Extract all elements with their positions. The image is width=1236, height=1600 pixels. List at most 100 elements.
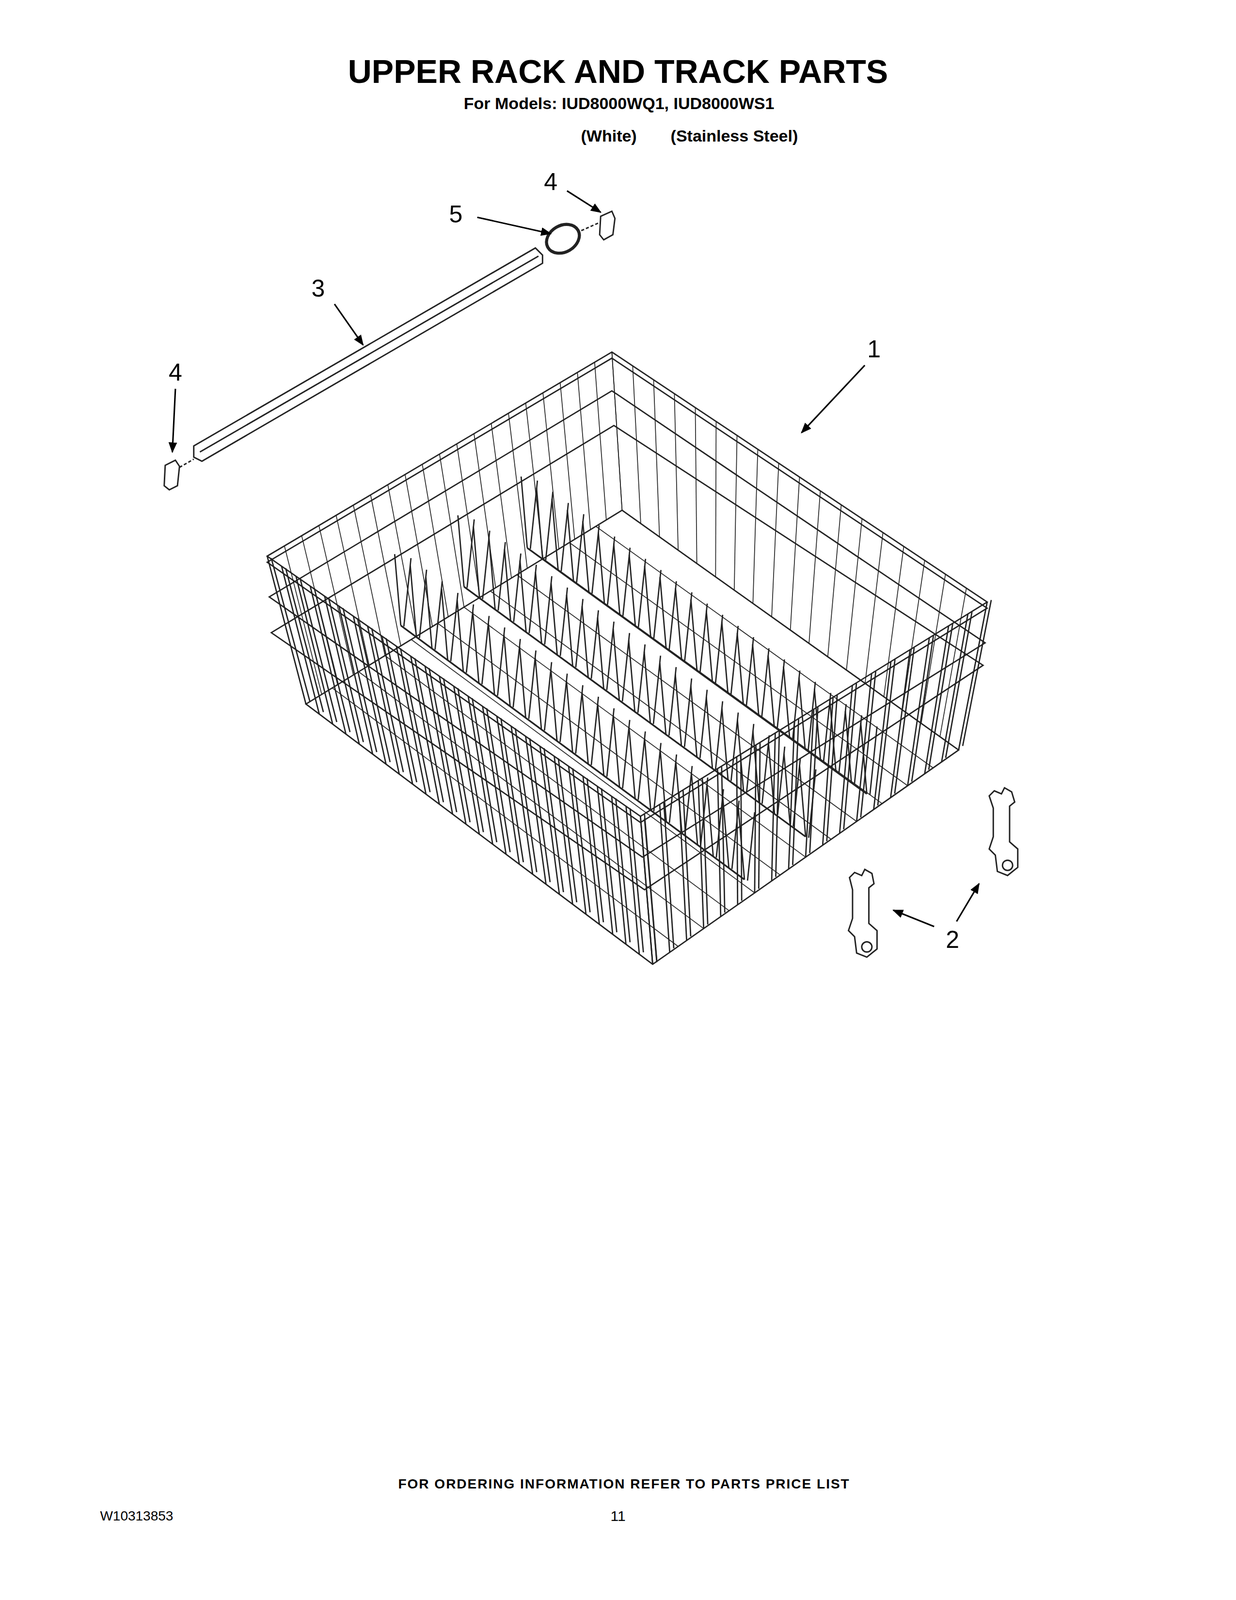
rack-wire <box>659 663 666 735</box>
rack-wire <box>829 699 837 772</box>
rack-wire <box>441 588 448 660</box>
rack-wire <box>632 365 641 524</box>
rack-wire <box>284 545 322 695</box>
rack-wire <box>490 590 832 840</box>
rack-wire <box>737 633 744 705</box>
rack-wire <box>747 811 755 881</box>
rack-wire <box>738 808 745 880</box>
rack-wire <box>611 795 626 944</box>
rack-wire <box>758 742 761 889</box>
rack-wire <box>504 549 511 621</box>
rack-wire <box>508 412 528 569</box>
rack-wire <box>435 581 443 650</box>
rack-wire <box>845 711 852 783</box>
rack-wire <box>335 515 369 666</box>
page-number: 11 <box>610 1508 626 1523</box>
rack-wire <box>353 505 385 656</box>
rack-wire <box>814 688 821 761</box>
rack-wire <box>939 587 967 737</box>
rack-wire <box>597 703 604 776</box>
rack-wire <box>860 722 868 794</box>
rack-wire <box>411 639 755 893</box>
rack-rim <box>305 509 959 965</box>
end-cap <box>599 211 616 240</box>
rack-wire <box>721 708 729 780</box>
track <box>164 211 616 491</box>
rack-wire <box>653 379 660 537</box>
rack-wire <box>301 535 338 685</box>
rack-wire <box>606 708 615 777</box>
rack-wire <box>722 796 729 868</box>
rack-wire <box>300 577 337 722</box>
rack-wire <box>613 543 620 615</box>
rack-wire <box>962 600 992 746</box>
rack-wire <box>439 454 464 608</box>
rack-wire <box>707 784 714 856</box>
rack-wire <box>884 546 904 697</box>
rack-wire <box>644 738 651 810</box>
rack-wire <box>613 715 620 787</box>
rack-wire <box>422 464 448 618</box>
rack-wire <box>381 635 413 784</box>
rack-wire <box>504 634 511 706</box>
rack-wire <box>468 696 493 844</box>
callout-number: 1 <box>867 336 881 362</box>
rack-wire <box>371 628 404 773</box>
rack-wire <box>472 611 479 683</box>
rack-wire <box>734 435 738 590</box>
rack-wire <box>410 565 417 637</box>
rack-wire <box>519 646 526 718</box>
rack-wire <box>488 623 495 695</box>
rack-wire <box>695 407 697 564</box>
rack-wire <box>752 449 758 604</box>
rack-wire <box>675 674 682 746</box>
footer-note: FOR ORDERING INFORMATION REFER TO PARTS … <box>397 1476 850 1491</box>
rack-wire <box>598 532 605 604</box>
leader-lines <box>172 190 980 927</box>
rack-wire <box>453 685 480 834</box>
rack-wire <box>924 625 949 774</box>
rack-wire <box>921 573 946 723</box>
rack-wire <box>281 566 320 714</box>
rack-wire <box>473 526 480 598</box>
rack-wire <box>660 576 667 649</box>
rack-wire <box>860 671 876 818</box>
rack-wire <box>700 777 708 846</box>
rack-wire <box>736 756 738 905</box>
leader-line <box>893 909 935 927</box>
rack-wire <box>566 594 573 666</box>
color-note: (Stainless Steel) <box>670 127 799 144</box>
rack-wire <box>582 521 589 593</box>
color-note: (White) <box>581 127 637 144</box>
rack-wire <box>491 423 512 578</box>
upper-rack <box>267 351 992 965</box>
track-dash <box>581 222 600 231</box>
rack-wire <box>539 745 560 894</box>
rack-wire <box>456 443 480 598</box>
adjuster-wheel <box>1002 859 1013 871</box>
rack-wire <box>426 576 433 649</box>
rack-wire <box>752 644 760 716</box>
rack-wire <box>568 766 587 915</box>
rack-wire <box>520 560 527 632</box>
rack-wire <box>790 476 800 631</box>
rack-wire <box>799 764 807 837</box>
rack-wire <box>521 476 528 548</box>
rack-wire <box>437 622 781 875</box>
rack-wire <box>428 667 457 812</box>
rack-wire <box>370 494 401 646</box>
rack-wire <box>768 742 775 814</box>
rack-wire <box>535 657 542 729</box>
rack-wire <box>332 687 679 947</box>
rack-wire <box>674 393 679 551</box>
rack-wire <box>535 571 542 644</box>
rack-wire <box>586 777 604 922</box>
adjuster-wheel <box>861 941 872 952</box>
rack-wire <box>527 547 868 794</box>
rack-wire <box>271 557 311 702</box>
leader-line <box>956 883 980 922</box>
rack-wire <box>515 728 537 872</box>
rack-wire <box>516 574 857 822</box>
rack-adjusters <box>848 787 1018 957</box>
